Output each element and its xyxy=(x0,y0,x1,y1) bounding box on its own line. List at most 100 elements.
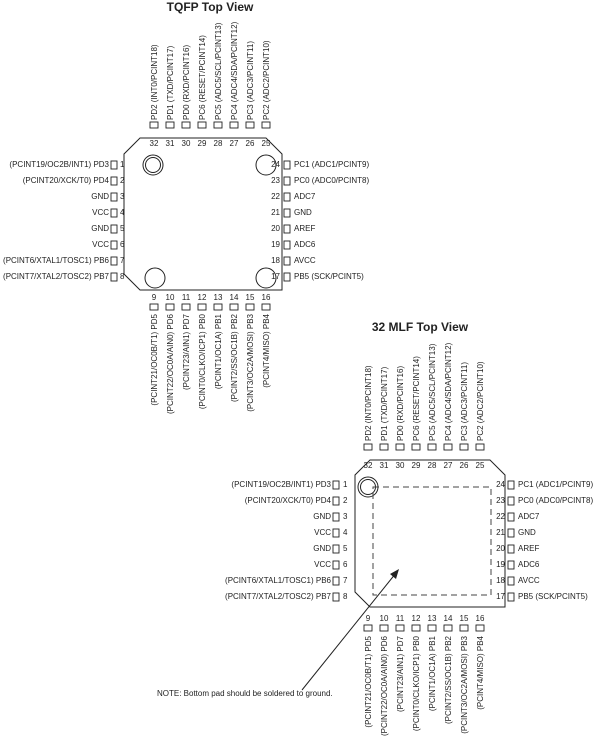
pin-number: 3 xyxy=(343,512,348,521)
pin-number: 12 xyxy=(198,293,207,302)
pin-pad xyxy=(363,624,373,632)
pin-pad xyxy=(379,443,389,451)
mlf-pin-11: 11 (PCINT23/AIN1) PD7 xyxy=(395,614,405,712)
mlf-title: 32 MLF Top View xyxy=(372,320,469,334)
mlf-pin-15: 15 (PCINT3/OC2A/MOSI) PB3 xyxy=(460,614,469,734)
pin-label: (PCINT6/XTAL1/TOSC1) PB6 xyxy=(3,256,110,265)
pin-pad xyxy=(283,160,291,170)
pin-pad xyxy=(459,443,469,451)
pin-pad xyxy=(197,303,207,311)
mlf-pin-16: 16 (PCINT4/MISO) PB4 xyxy=(476,614,485,710)
pin-number: 9 xyxy=(366,614,371,623)
tqfp-pin-29: PC6 (RESET/PCINT14) 29 xyxy=(198,35,207,148)
pin-label: (PCINT21/OC0B/T1) PD5 xyxy=(150,313,159,405)
pin-number: 11 xyxy=(182,293,191,302)
tqfp-corner-mark-tr xyxy=(255,154,277,176)
pin-pad xyxy=(283,208,291,218)
pin-number: 19 xyxy=(271,240,280,249)
pin-number: 20 xyxy=(496,544,505,553)
mlf-bottom-pins: 9 (PCINT21/OC0B/T1) PD5 10 (PCINT22/OC0A… xyxy=(363,614,485,736)
pin-pad xyxy=(379,624,389,632)
pin-pad xyxy=(507,592,515,602)
mlf-pin-13: 13 (PCINT1/OC1A) PB1 xyxy=(428,614,437,711)
tqfp-pin-19: 19 ADC6 xyxy=(271,240,316,250)
pin-number: 31 xyxy=(380,461,389,470)
tqfp-corner-mark-br xyxy=(255,267,277,289)
pin-number: 14 xyxy=(230,293,239,302)
tqfp-pin-14: 14 (PCINT2/SS/OC1B) PB2 xyxy=(230,293,239,402)
pin-label: GND xyxy=(313,544,331,553)
tqfp-pin-8: (PCINT7/XTAL2/TOSC2) PB7 8 xyxy=(3,272,125,282)
pin-label: PC2 (ADC2/PCINT10) xyxy=(262,40,271,120)
pin-number: 16 xyxy=(476,614,485,623)
pin-pad xyxy=(110,256,118,266)
tqfp-corner-mark-bl xyxy=(144,267,166,289)
pin-label: AREF xyxy=(518,544,539,553)
mlf-pin-32: PD2 (INT0/PCINT18) 32 xyxy=(364,365,373,470)
pin-label: (PCINT1/OC1A) PB1 xyxy=(214,313,223,389)
tqfp-pin-21: 21 GND xyxy=(271,208,312,218)
tqfp-pin-13: 13 (PCINT1/OC1A) PB1 xyxy=(214,293,223,389)
pin-label: (PCINT2/SS/OC1B) PB2 xyxy=(230,313,239,402)
tqfp-title: TQFP Top View xyxy=(167,0,254,14)
pin-label: PC3 (ADC3/PCINT11) xyxy=(246,41,255,120)
pin-pad xyxy=(283,192,291,202)
pin-number: 17 xyxy=(271,272,280,281)
pin-pad xyxy=(165,121,175,129)
pin-pad xyxy=(283,176,291,186)
pin-pad xyxy=(283,272,291,282)
pin-pad xyxy=(363,443,373,451)
pin-number: 10 xyxy=(166,293,175,302)
pin-number: 25 xyxy=(262,139,271,148)
pin-number: 29 xyxy=(198,139,207,148)
pin-number: 22 xyxy=(271,192,280,201)
pin-label: PD1 (TXD/PCINT17) xyxy=(380,366,389,441)
tqfp-pin-20: 20 AREF xyxy=(271,224,315,234)
pin-number: 21 xyxy=(496,528,505,537)
mlf-pin-18: 18 AVCC xyxy=(496,576,540,586)
tqfp-pin-1: (PCINT19/OC2B/INT1) PD3 1 xyxy=(9,160,125,170)
pin-pad xyxy=(110,208,118,218)
mlf-pin-7: (PCINT6/XTAL1/TOSC1) PB6 7 xyxy=(225,576,348,586)
pin-label: ADC6 xyxy=(518,560,540,569)
pin-pad xyxy=(229,303,239,311)
pin-label: (PCINT3/OC2A/MOSI) PB3 xyxy=(460,635,469,733)
tqfp-pin-15: 15 (PCINT3/OC2A/MOSI) PB3 xyxy=(246,293,255,412)
pin-pad xyxy=(213,121,223,129)
pin-pad xyxy=(110,160,118,170)
pin-label: PC4 (ADC4/SDA/PCINT12) xyxy=(444,342,453,441)
pin-number: 24 xyxy=(496,480,505,489)
pin-pad xyxy=(149,121,159,129)
tqfp-pin-32: PD2 (INT0/PCINT18) 32 xyxy=(150,44,159,148)
pin-number: 23 xyxy=(271,176,280,185)
tqfp-pin-3: GND 3 xyxy=(91,192,125,202)
pin-label: (PCINT3/OC2A/MOSI) PB3 xyxy=(246,313,255,411)
tqfp-pin-22: 22 ADC7 xyxy=(271,192,316,202)
pin-pad xyxy=(475,624,485,632)
mlf-pin-28: PC5 (ADC5/SCL/PCINT13) 28 xyxy=(428,343,437,470)
mlf-pin-29: PC6 (RESET/PCINT14) 29 xyxy=(412,356,421,470)
pin-number: 1 xyxy=(343,480,348,489)
pin-pad xyxy=(110,240,118,250)
mlf-pin-20: 20 AREF xyxy=(496,544,539,554)
mlf-pin-4: VCC 4 xyxy=(314,528,348,538)
mlf-left-pins: (PCINT19/OC2B/INT1) PD3 1 (PCINT20/XCK/T… xyxy=(225,480,348,602)
pin-number: 6 xyxy=(343,560,348,569)
pin-number: 32 xyxy=(150,139,159,148)
pin-label: GND xyxy=(518,528,536,537)
pin-label: VCC xyxy=(314,560,331,569)
pin-pad xyxy=(507,512,515,522)
pin-pad xyxy=(332,592,340,602)
mlf-pin-3: GND 3 xyxy=(313,512,348,522)
pin-pad xyxy=(283,224,291,234)
mlf-package: 32 MLF Top View (PCINT19/OC2B/INT1) PD3 … xyxy=(157,320,593,736)
pin-label: PD2 (INT0/PCINT18) xyxy=(150,44,159,120)
pin-label: ADC7 xyxy=(294,192,316,201)
pin-number: 13 xyxy=(428,614,437,623)
pin-label: ADC6 xyxy=(294,240,316,249)
pin-number: 13 xyxy=(214,293,223,302)
pin-number: 15 xyxy=(460,614,469,623)
mlf-pin-10: 10 (PCINT22/OC0A/AIN0) PD6 xyxy=(380,614,389,736)
pin-label: VCC xyxy=(314,528,331,537)
pin-pad xyxy=(395,624,405,632)
